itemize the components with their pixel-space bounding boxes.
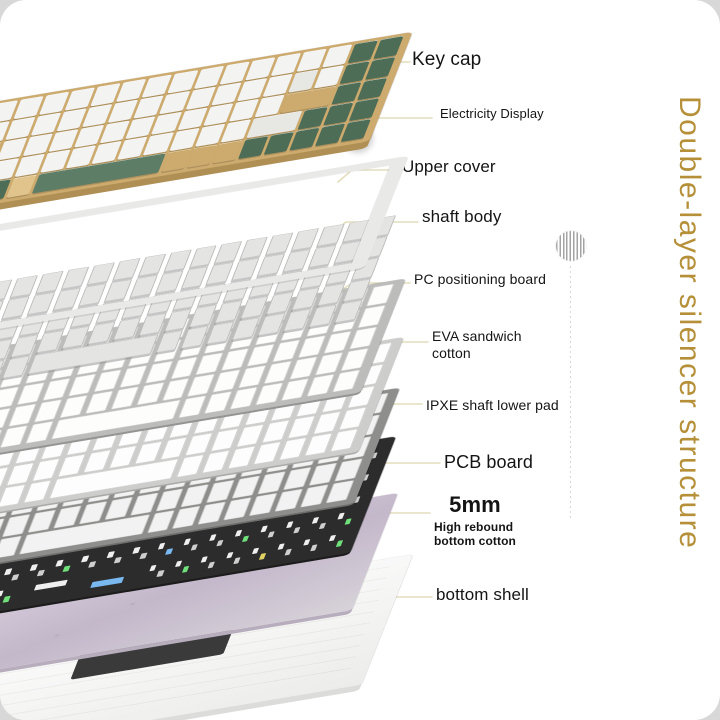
headline-vertical: Double-layer silencer structure [673, 96, 706, 550]
callout-description-high-rebound: High rebound bottom cotton [434, 519, 516, 548]
callout-ipxe-pad: IPXE shaft lower pad [426, 397, 559, 413]
callout-shaft-body: shaft body [422, 207, 502, 226]
callout-pcb-board: PCB board [444, 452, 533, 472]
callout-value-5mm: 5mm [449, 492, 501, 517]
callout-key-cap: Key cap [412, 49, 482, 70]
callout-upper-cover: Upper cover [402, 157, 496, 176]
callout-pc-positioning: PC positioning board [414, 271, 546, 287]
stripe-pattern-swatch-icon [556, 231, 586, 261]
callout-bottom-shell: bottom shell [436, 585, 529, 604]
callout-electricity: Electricity Display [440, 106, 544, 121]
exploded-keyboard-stack [0, 0, 430, 720]
dotted-divider [570, 266, 571, 518]
callout-eva-cotton: EVA sandwich cotton [432, 328, 522, 362]
